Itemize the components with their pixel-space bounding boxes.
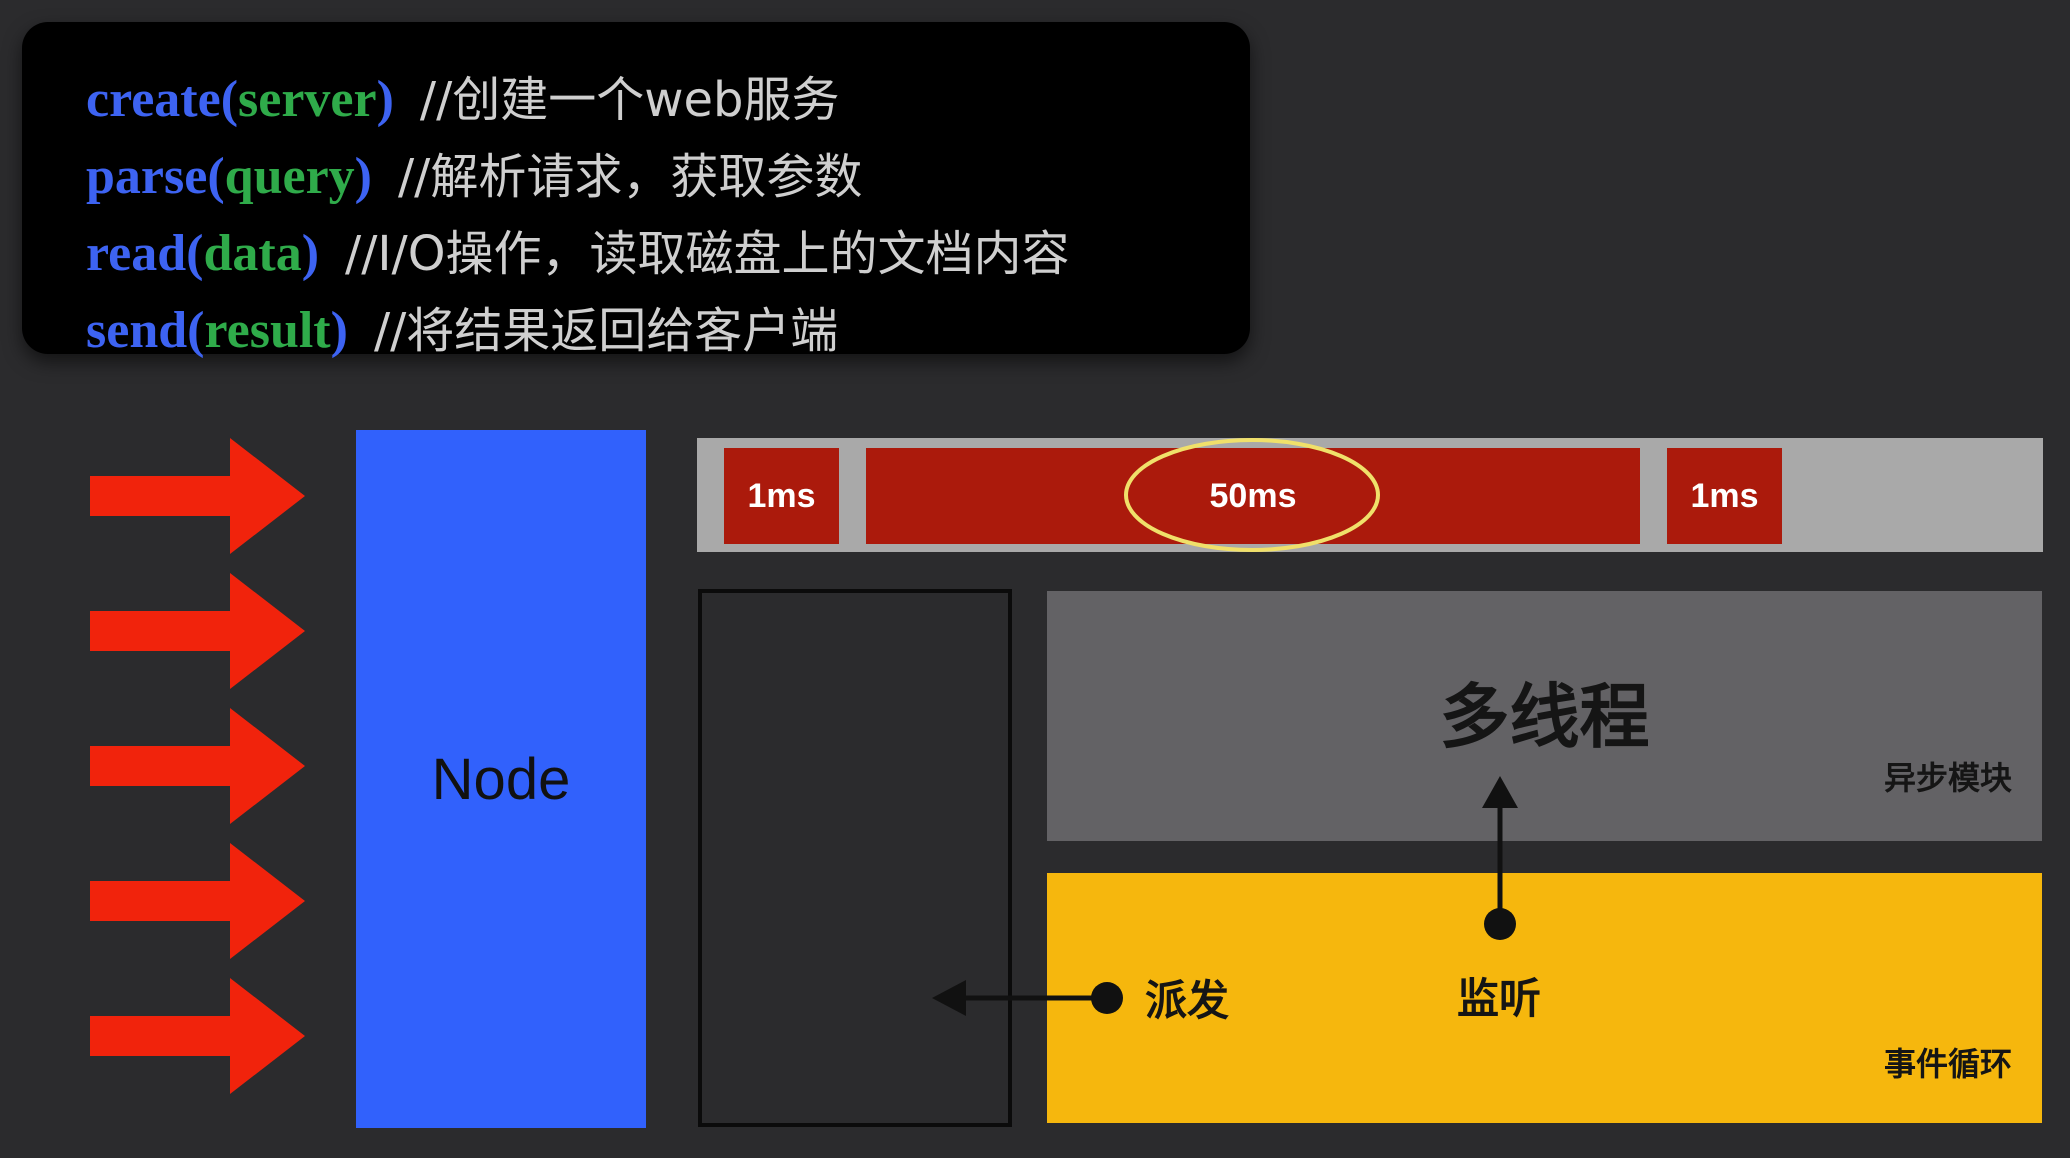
async-module-label: 异步模块	[1883, 759, 2012, 797]
request-box	[698, 589, 1012, 1127]
code-argument: data	[203, 225, 302, 282]
dispatch-label: 派发	[1145, 976, 1230, 1025]
request-arrow-icon	[90, 438, 305, 554]
node-block: Node	[356, 430, 646, 1128]
code-argument: server	[238, 71, 377, 128]
code-comment: //创建一个web服务	[419, 72, 840, 128]
node-label: Node	[431, 746, 571, 812]
code-function: create	[86, 71, 221, 128]
timeline-segment-highlighted: 50ms	[866, 448, 1640, 544]
request-arrow-icon	[90, 573, 305, 689]
request-arrow-icon	[90, 708, 305, 824]
code-argument: result	[204, 302, 331, 359]
code-function: parse	[86, 148, 208, 205]
async-module: 多线程 异步模块	[1047, 591, 2042, 841]
listen-label: 监听	[1457, 974, 1542, 1023]
event-loop: 派发 监听 事件循环	[1047, 873, 2042, 1123]
timeline-segment: 1ms	[1667, 448, 1782, 544]
async-module-title: 多线程	[1439, 676, 1650, 758]
highlight-ellipse	[1124, 438, 1380, 552]
code-comment: //解析请求，获取参数	[397, 149, 863, 205]
code-comment: //将结果返回给客户端	[373, 303, 839, 359]
code-line-read: read(data) //I/O操作，读取磁盘上的文档内容	[86, 225, 1070, 282]
timeline-segment: 1ms	[724, 448, 839, 544]
request-arrow-icon	[90, 978, 305, 1094]
code-comment: //I/O操作，读取磁盘上的文档内容	[345, 226, 1070, 282]
event-loop-label: 事件循环	[1883, 1045, 2012, 1083]
code-argument: query	[224, 148, 355, 205]
request-arrow-icon	[90, 843, 305, 959]
code-line-parse: parse(query) //解析请求，获取参数	[86, 148, 863, 205]
code-line-send: send(result) //将结果返回给客户端	[86, 302, 839, 359]
code-function: read	[86, 225, 187, 282]
code-function: send	[86, 302, 188, 359]
code-panel: create(server) //创建一个web服务 parse(query) …	[22, 22, 1250, 359]
code-line-create: create(server) //创建一个web服务	[86, 71, 840, 128]
